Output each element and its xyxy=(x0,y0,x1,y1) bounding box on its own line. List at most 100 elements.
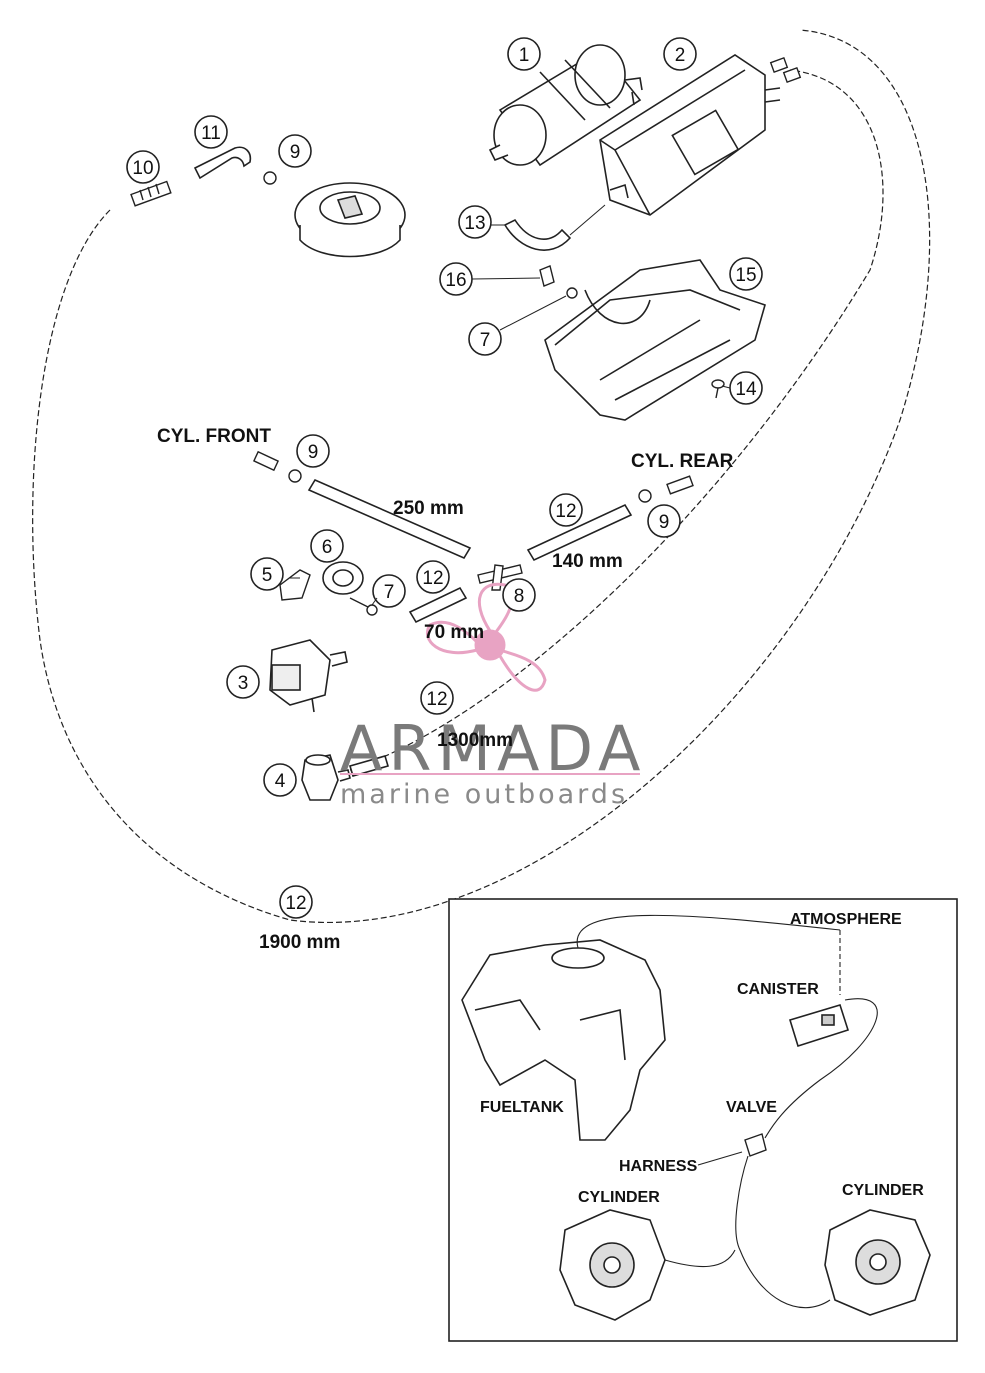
hose-250mm xyxy=(307,478,472,560)
part-tray xyxy=(544,259,766,421)
callout-13: 13 xyxy=(458,205,492,239)
inset-label-valve: VALVE xyxy=(726,1099,777,1116)
leader-lines xyxy=(290,277,731,606)
svg-text:6: 6 xyxy=(322,537,333,558)
callout-5: 5 xyxy=(250,557,284,591)
callout-10: 10 xyxy=(126,150,160,184)
svg-text:1: 1 xyxy=(519,45,530,66)
callout-12a: 12 xyxy=(549,493,583,527)
part-clip-9-top xyxy=(263,171,277,185)
svg-text:9: 9 xyxy=(308,442,319,463)
label-70mm: 70 mm xyxy=(424,622,484,643)
inset-schematic: ATMOSPHERE CANISTER FUELTANK VALVE HARNE… xyxy=(448,898,958,1342)
callout-7a: 7 xyxy=(468,322,502,356)
callout-14: 14 xyxy=(729,371,763,405)
label-cyl-front: CYL. FRONT xyxy=(157,426,271,447)
inset-cylinder-left xyxy=(559,1209,666,1321)
nipple-front xyxy=(252,450,302,483)
callout-15: 15 xyxy=(729,257,763,291)
callout-1: 1 xyxy=(507,37,541,71)
svg-text:7: 7 xyxy=(480,330,491,351)
hose-1300mm xyxy=(349,69,884,771)
svg-text:13: 13 xyxy=(464,213,485,234)
svg-text:9: 9 xyxy=(290,142,301,163)
part-bracket-5 xyxy=(279,569,311,601)
inset-valve xyxy=(744,1133,767,1157)
svg-text:3: 3 xyxy=(238,673,249,694)
callout-9b: 9 xyxy=(296,434,330,468)
part-hose-11 xyxy=(193,146,252,180)
callout-9c: 9 xyxy=(647,504,681,538)
part-nut-7-top xyxy=(566,287,578,299)
part-bolt-7 xyxy=(349,597,378,616)
watermark-tagline: marine outboards xyxy=(340,779,628,810)
svg-text:7: 7 xyxy=(384,582,395,603)
callout-6: 6 xyxy=(310,529,344,563)
nipple-rear xyxy=(638,475,694,503)
part-grommet-6 xyxy=(322,561,364,595)
part-connector-10 xyxy=(130,180,172,207)
inset-canister xyxy=(788,1004,850,1048)
inset-hoses xyxy=(576,914,878,1309)
callout-8: 8 xyxy=(502,578,536,612)
svg-text:12: 12 xyxy=(426,689,447,710)
part-fuel-cap xyxy=(294,182,406,258)
label-140mm: 140 mm xyxy=(552,551,623,572)
pipe-stubs xyxy=(769,57,802,83)
label-1300mm: 1300mm xyxy=(437,730,513,751)
callout-3: 3 xyxy=(226,665,260,699)
svg-text:10: 10 xyxy=(132,158,153,179)
svg-text:14: 14 xyxy=(735,379,757,400)
svg-text:15: 15 xyxy=(735,265,756,286)
inset-label-canister: CANISTER xyxy=(737,981,819,998)
svg-text:4: 4 xyxy=(275,771,286,792)
part-canister-box xyxy=(599,54,781,216)
svg-text:2: 2 xyxy=(675,45,686,66)
label-250mm: 250 mm xyxy=(393,498,464,519)
part-screw-14 xyxy=(711,379,725,399)
inset-label-cylinder-left: CYLINDER xyxy=(578,1189,660,1206)
callouts: 1 2 11 9 10 13 15 16 7 14 9 12 9 6 5 12 … xyxy=(126,37,763,919)
part-clip-16 xyxy=(539,265,578,299)
callout-11: 11 xyxy=(194,115,228,149)
part-valve-3 xyxy=(269,639,348,713)
callout-12c: 12 xyxy=(420,681,454,715)
inset-label-fueltank: FUELTANK xyxy=(480,1099,564,1116)
watermark-brand: ARMADA xyxy=(340,712,646,785)
callout-4: 4 xyxy=(263,763,297,797)
callout-16: 16 xyxy=(439,262,473,296)
svg-text:8: 8 xyxy=(514,586,525,607)
part-connector-4 xyxy=(301,754,351,801)
hose-140mm xyxy=(526,503,633,562)
propeller-logo xyxy=(426,582,547,692)
labels: CYL. FRONT CYL. REAR 250 mm 140 mm 70 mm… xyxy=(157,426,734,953)
inset-label-atmosphere: ATMOSPHERE xyxy=(790,911,902,928)
watermark: ARMADA marine outboards xyxy=(340,582,646,810)
hose-1300mm-start xyxy=(349,755,389,777)
hose-70mm xyxy=(408,586,468,624)
callout-12b: 12 xyxy=(416,560,450,594)
inset-fuel-tank xyxy=(461,939,666,1141)
callout-2: 2 xyxy=(663,37,697,71)
svg-text:11: 11 xyxy=(201,123,221,144)
part-clip-9-rear xyxy=(638,489,652,503)
callout-12d: 12 xyxy=(279,885,313,919)
part-canister-filter xyxy=(488,44,643,167)
hose-1900mm xyxy=(32,29,931,923)
inset-cylinder-right xyxy=(824,1209,931,1316)
svg-text:5: 5 xyxy=(262,565,273,586)
callout-7b: 7 xyxy=(372,574,406,608)
callout-9a: 9 xyxy=(278,134,312,168)
svg-text:16: 16 xyxy=(445,270,466,291)
hose-lines xyxy=(32,29,931,923)
label-cyl-rear: CYL. REAR xyxy=(631,451,734,472)
label-1900mm: 1900 mm xyxy=(259,932,340,953)
svg-text:12: 12 xyxy=(285,893,306,914)
svg-text:12: 12 xyxy=(422,568,443,589)
inset-label-cylinder-right: CYLINDER xyxy=(842,1182,924,1199)
inset-label-harness: HARNESS xyxy=(619,1158,698,1175)
svg-text:9: 9 xyxy=(659,512,670,533)
svg-text:12: 12 xyxy=(555,501,576,522)
part-clip-9-front xyxy=(288,469,302,483)
